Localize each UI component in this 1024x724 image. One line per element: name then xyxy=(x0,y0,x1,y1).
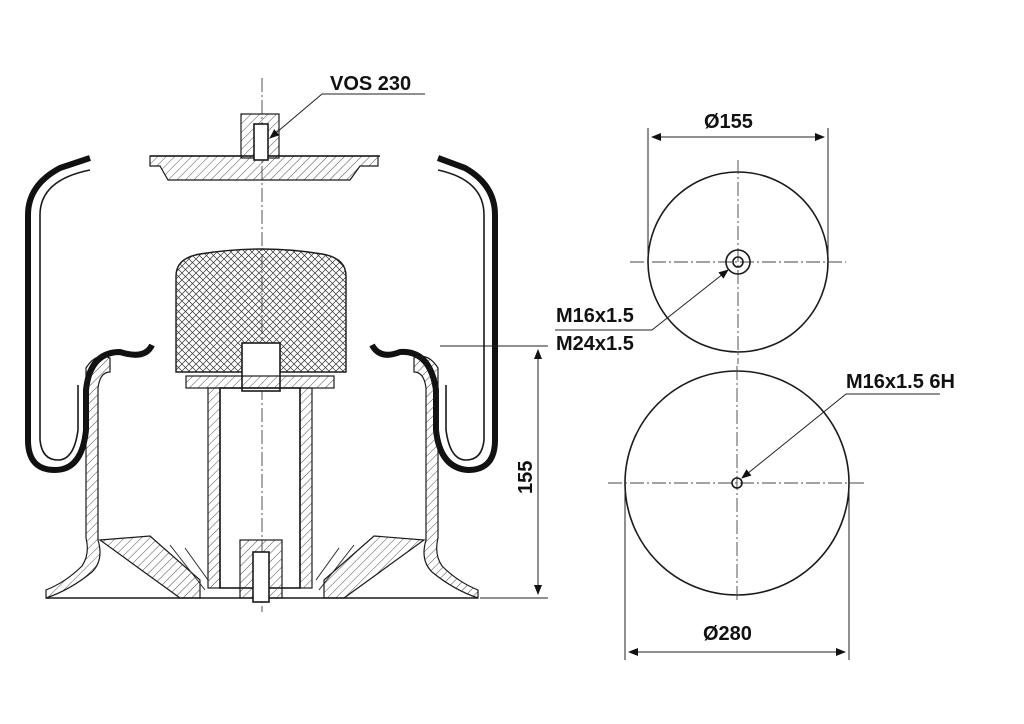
top-thread-leader xyxy=(555,269,729,331)
bottom-plate xyxy=(98,535,201,599)
bottom-stud-bore xyxy=(252,551,270,603)
top-stud-inner-circle xyxy=(732,256,744,268)
top-thread-label-2: M24x1.5 xyxy=(556,333,634,355)
top-stud-outer-circle xyxy=(725,249,751,275)
top-stud-bore xyxy=(253,123,269,161)
bottom-plan-view: Ø280 M16x1.5 6H xyxy=(608,366,955,660)
valve-label: VOS 230 xyxy=(330,73,411,95)
piston-rib-lines xyxy=(169,544,355,591)
bottom-stud-circle xyxy=(731,477,743,489)
valve-leader-line xyxy=(269,93,425,139)
bottom-thread-label: M16x1.5 6H xyxy=(846,371,955,393)
piston-right-wall xyxy=(413,355,479,599)
piston-left-wall xyxy=(45,355,111,599)
side-section-view: VOS 230 155 xyxy=(25,73,548,612)
height-label: 155 xyxy=(515,461,537,494)
top-thread-label-1: M16x1.5 xyxy=(556,305,634,327)
bottom-diameter-label: Ø280 xyxy=(703,623,752,645)
rubber-bumper xyxy=(175,248,347,373)
top-diameter-label: Ø155 xyxy=(704,111,753,133)
center-tube-left xyxy=(207,387,221,589)
top-plan-view: Ø155 M16x1.5 M24x1.5 xyxy=(555,111,846,364)
center-tube-right xyxy=(299,387,313,589)
top-plate xyxy=(149,155,379,181)
bottom-thread-leader xyxy=(741,393,940,479)
bumper-base-plate xyxy=(185,375,335,389)
bottom-plate-right xyxy=(323,535,426,599)
